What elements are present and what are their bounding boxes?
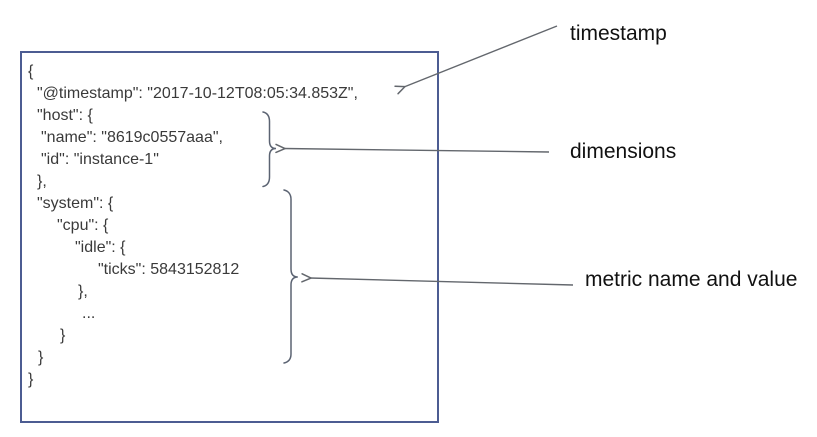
code-line: } (38, 349, 44, 366)
code-line: "ticks": 5843152812 (98, 261, 240, 278)
code-line: "name": "8619c0557aaa", (41, 129, 223, 146)
code-line: }, (37, 173, 47, 190)
code-line: "id": "instance-1" (41, 151, 159, 168)
code-line: "@timestamp": "2017-10-12T08:05:34.853Z"… (37, 85, 358, 102)
code-line: }, (78, 283, 88, 300)
code-line: "host": { (37, 107, 93, 124)
json-code: {"@timestamp": "2017-10-12T08:05:34.853Z… (28, 61, 428, 391)
code-line: "cpu": { (57, 217, 109, 234)
code-line: { (28, 63, 34, 80)
code-line: } (28, 371, 34, 388)
code-line: "idle": { (75, 239, 126, 256)
code-line: ... (82, 305, 96, 322)
code-line: } (60, 327, 66, 344)
code-line: "system": { (37, 195, 114, 212)
label-timestamp: timestamp (570, 22, 667, 45)
json-document-box (20, 51, 439, 423)
label-dimensions: dimensions (570, 140, 677, 163)
label-metric-name-and-value: metric name and value (585, 268, 798, 291)
